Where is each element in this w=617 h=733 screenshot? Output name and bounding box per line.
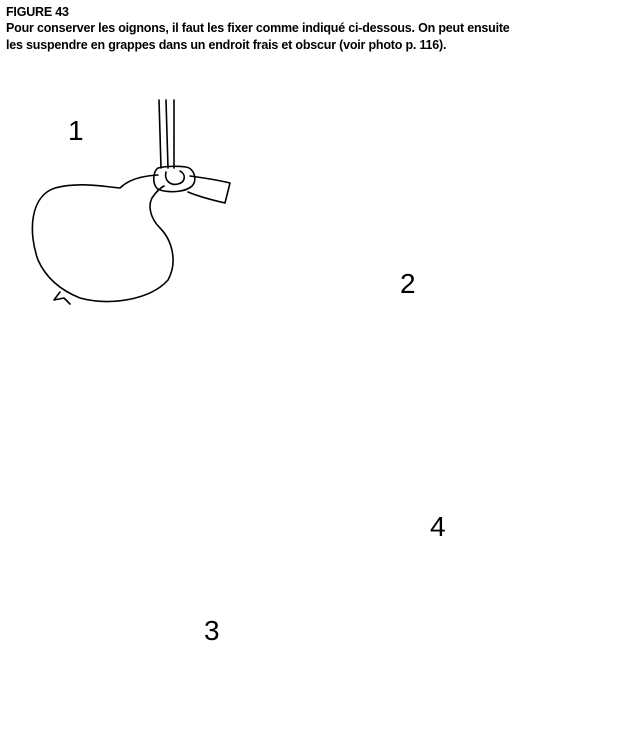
- knot: [152, 165, 196, 193]
- knot-inner: [164, 170, 186, 186]
- onion-stem: [187, 175, 231, 204]
- step-number-2: 2: [400, 268, 416, 299]
- caption-line-2: les suspendre en grappes dans un endroit…: [6, 38, 447, 52]
- onion-root: [53, 291, 71, 305]
- figure-title: FIGURE 43: [6, 5, 69, 19]
- step-number-3: 3: [204, 615, 220, 646]
- onion-bulb: [31, 174, 174, 303]
- figure-caption: FIGURE 43 Pour conserver les oignons, il…: [6, 4, 611, 54]
- illustration-step-1: [31, 99, 231, 305]
- string-line: [158, 99, 162, 169]
- step-number-4: 4: [430, 511, 446, 542]
- string-line: [165, 99, 169, 169]
- caption-line-1: Pour conserver les oignons, il faut les …: [6, 21, 510, 35]
- step-number-1: 1: [68, 115, 84, 146]
